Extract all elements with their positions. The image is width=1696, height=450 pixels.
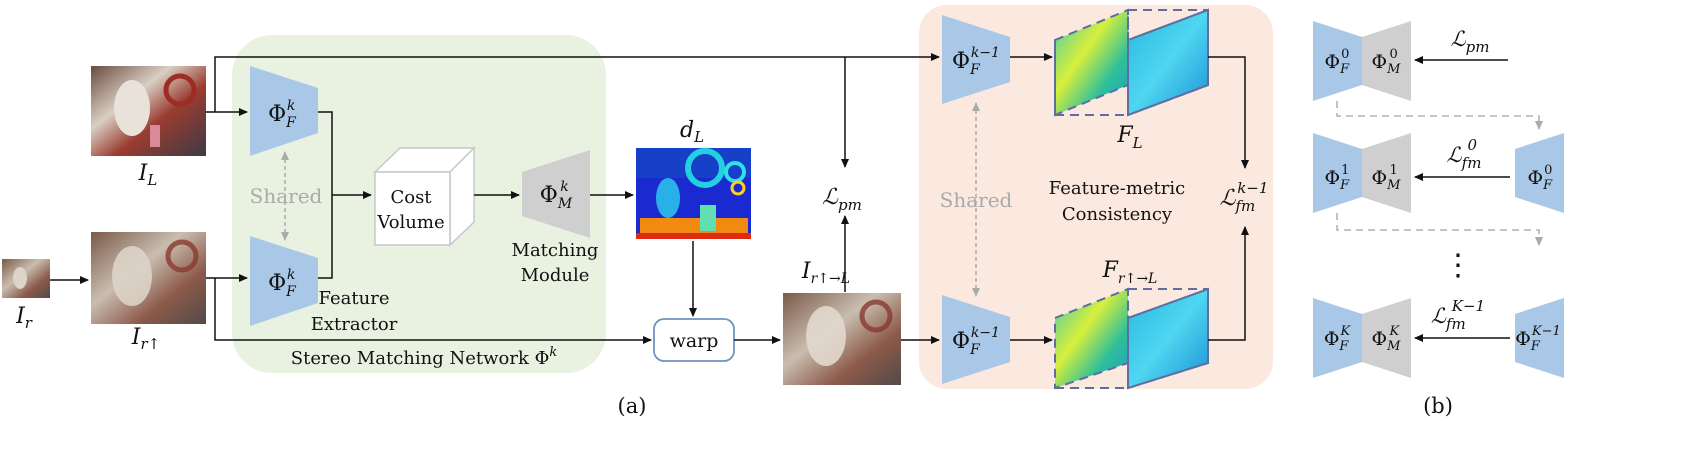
image-left xyxy=(91,66,206,156)
panel-b xyxy=(1313,21,1564,378)
label-I-r-up: Ir↑ xyxy=(131,325,160,353)
b-ellipsis: ⋮ xyxy=(1443,248,1473,283)
b-row0-encoder xyxy=(1313,21,1362,101)
b-row1-teacher-label: ΦF0 xyxy=(1528,163,1554,193)
feature-metric-region xyxy=(919,5,1273,389)
b-dashed-connector-2 xyxy=(1336,213,1543,246)
phi-F-km1-top: ΦFk−1 xyxy=(952,45,1000,78)
b-row1-teacher xyxy=(1515,133,1564,213)
shared-label-a: Shared xyxy=(250,184,323,208)
b-row1-M: ΦM1 xyxy=(1372,163,1402,193)
b-rowK-M: ΦMK xyxy=(1372,324,1402,354)
loss-pm-a: ℒpm xyxy=(822,185,862,214)
feature-map-warped xyxy=(1054,287,1209,390)
b-row0-decoder xyxy=(1362,21,1411,101)
matching-module xyxy=(522,150,590,238)
F-L-label: FL xyxy=(1116,123,1142,152)
warp-label: warp xyxy=(670,330,719,352)
b-rowK-loss: ℒfmK−1 xyxy=(1431,297,1485,333)
b-rowK-teacher-label: ΦFK−1 xyxy=(1515,324,1561,354)
b-row0-loss: ℒpm xyxy=(1451,27,1490,56)
fm-consistency-line1: Feature-metric xyxy=(1049,178,1185,199)
feature-extractor-top xyxy=(250,66,318,156)
disparity-map xyxy=(636,148,751,239)
b-row1-F: ΦF1 xyxy=(1325,163,1351,193)
b-row1-loss: ℒfm0 xyxy=(1447,136,1482,172)
b-row1-encoder xyxy=(1313,133,1362,213)
caption-b: (b) xyxy=(1423,394,1453,418)
loss-fm-km1: ℒfmk−1 xyxy=(1220,179,1269,215)
cost-volume-line2: Volume xyxy=(376,212,444,233)
fm-extractor-bottom xyxy=(942,295,1010,384)
b-row1-decoder xyxy=(1362,133,1411,213)
matching-label-line2: Module xyxy=(521,265,590,286)
image-warped xyxy=(783,293,901,385)
cost-volume-line1: Cost xyxy=(390,187,432,208)
feature-extractor-line1: Feature xyxy=(319,288,390,309)
label-d-L: dL xyxy=(680,118,704,146)
b-rowK-encoder xyxy=(1313,298,1362,378)
image-right-upsampled xyxy=(91,232,206,324)
label-I-L: IL xyxy=(138,161,158,189)
phi-M-k: ΦMk xyxy=(540,179,573,212)
b-rowK-decoder xyxy=(1362,298,1411,378)
phi-F-km1-bottom: ΦFk−1 xyxy=(952,325,1000,358)
feature-extractor-line2: Extractor xyxy=(311,314,398,335)
label-I-warped: Ir↑→L xyxy=(801,259,850,287)
caption-a: (a) xyxy=(618,394,647,418)
feature-map-left xyxy=(1054,8,1209,117)
phi-F-k-bottom: ΦFk xyxy=(268,267,297,300)
fm-extractor-top xyxy=(942,15,1010,104)
shared-label-fm: Shared xyxy=(940,188,1013,212)
image-right-small xyxy=(2,259,50,298)
matching-label-line1: Matching xyxy=(512,240,599,261)
flow-arrows xyxy=(50,53,1249,344)
stereo-net-label: Stereo Matching Network Φk xyxy=(291,345,558,369)
cost-volume-cube xyxy=(373,146,476,247)
F-r-label: Fr↑→L xyxy=(1102,258,1158,287)
label-I-r: Ir xyxy=(15,304,33,332)
phi-F-k-top: ΦFk xyxy=(268,98,297,131)
b-rowK-F: ΦFK xyxy=(1324,324,1352,354)
b-row0-F: ΦF0 xyxy=(1325,47,1351,77)
b-row0-M: ΦM0 xyxy=(1372,47,1402,77)
feature-extractor-bottom xyxy=(250,236,318,326)
b-rowK-teacher xyxy=(1515,298,1564,378)
fm-consistency-line2: Consistency xyxy=(1062,204,1173,225)
b-dashed-connector-1 xyxy=(1336,101,1543,130)
